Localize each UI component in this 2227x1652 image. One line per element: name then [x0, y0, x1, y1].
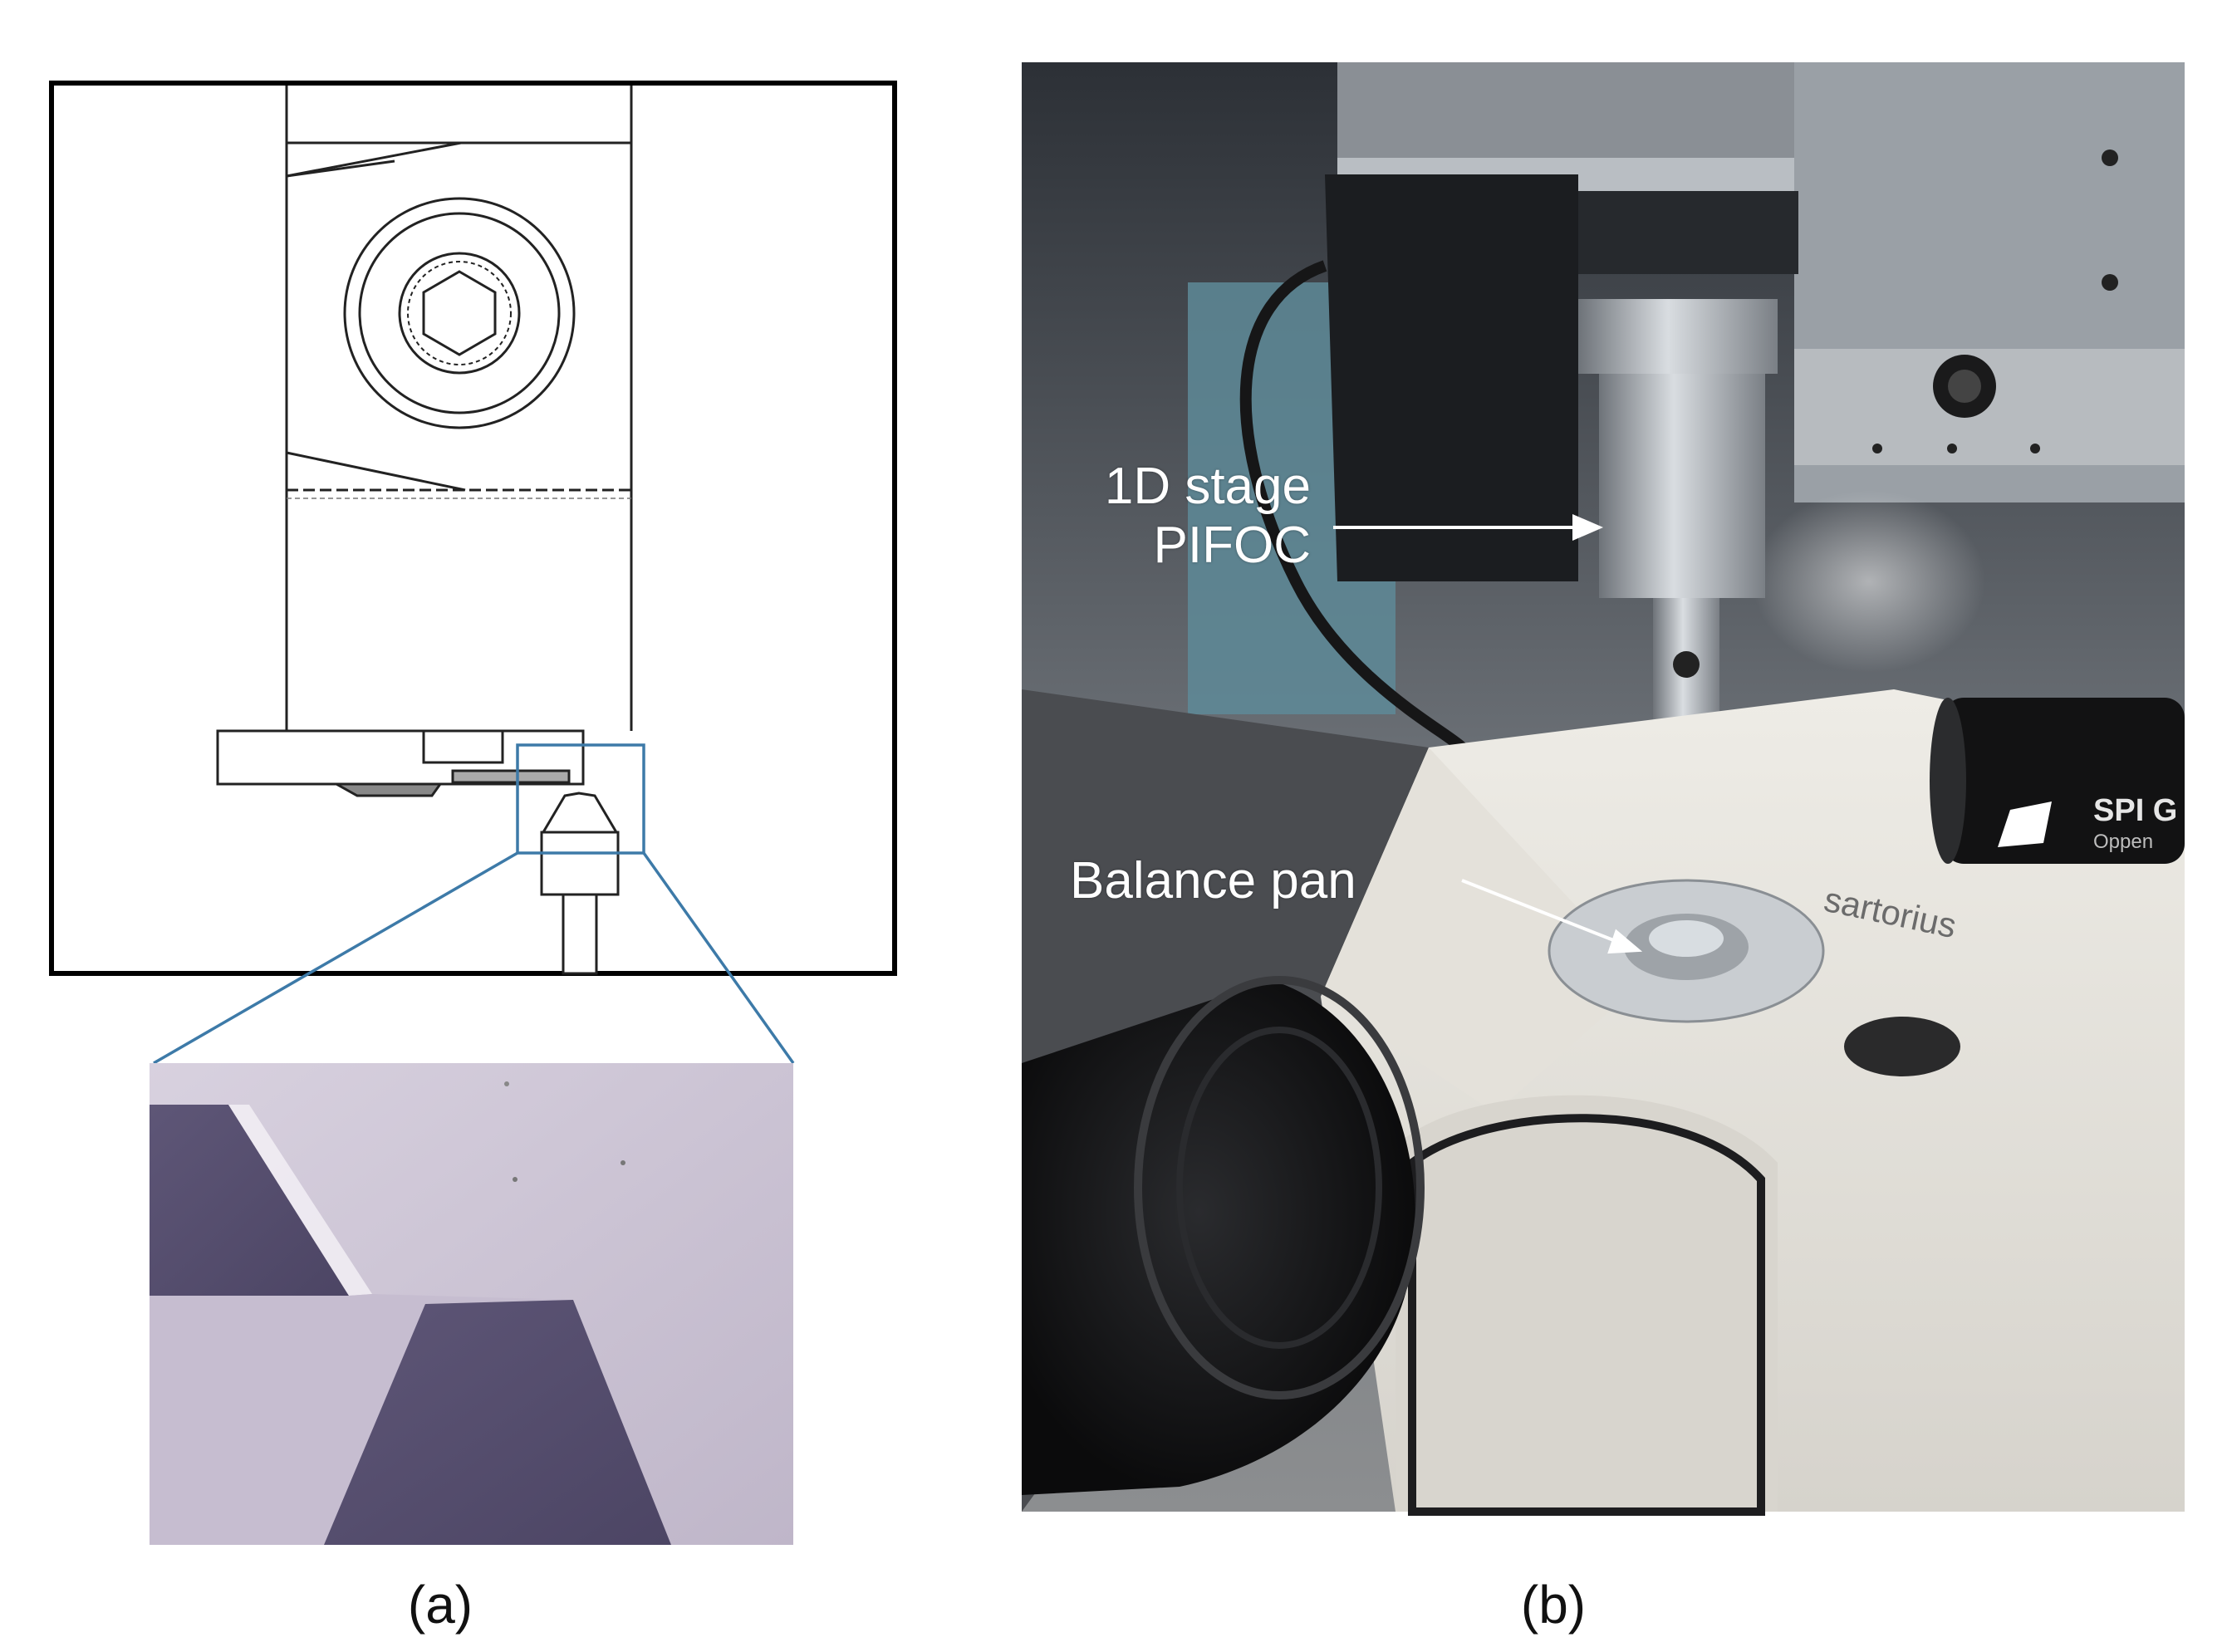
panel-a — [49, 81, 897, 1545]
drawing-frame — [49, 81, 897, 976]
zoom-indicator — [153, 743, 795, 1065]
caption-a: (a) — [407, 1575, 473, 1635]
bolt-icon — [343, 197, 576, 429]
caption-b: (b) — [1520, 1575, 1587, 1635]
stage-label-line2: PIFOC — [1153, 517, 1311, 575]
balance-pan-label: Balance pan — [1070, 852, 1356, 909]
panel-b-photo — [1022, 62, 2185, 1516]
stage-label: 1D stage PIFOC — [1045, 457, 1311, 576]
objective-lens — [1022, 976, 1425, 1495]
mounting-block — [285, 86, 633, 731]
tube-brand-text: SPI G — [2093, 793, 2178, 828]
base-plate — [216, 729, 585, 797]
stage-label-line1: 1D stage — [1104, 458, 1311, 515]
microscope-inset — [150, 1063, 793, 1545]
spi-tube — [1930, 698, 2185, 864]
annotation-arrows — [1333, 513, 1643, 954]
tube-sub-text: Oppen — [2093, 831, 2154, 853]
indenter-tip — [540, 792, 620, 975]
